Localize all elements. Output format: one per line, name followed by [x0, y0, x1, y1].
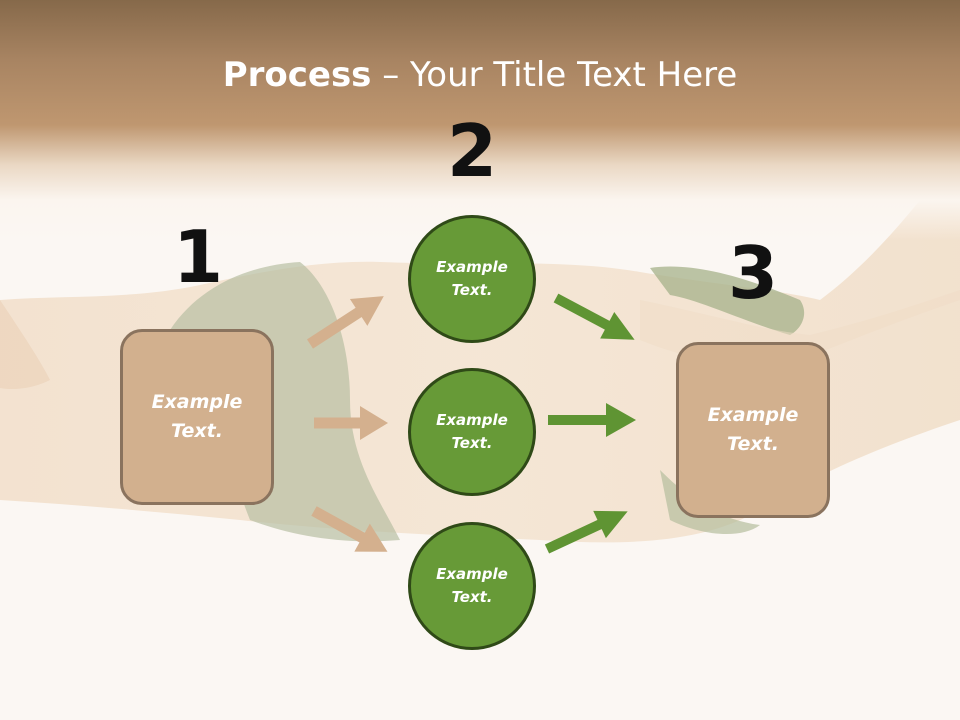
circle-top-text: Example Text.	[436, 258, 508, 299]
step-3-box: Example Text.	[676, 342, 830, 518]
step-1-box: Example Text.	[120, 329, 274, 505]
slide-title: Process – Your Title Text Here	[0, 52, 960, 98]
circle-bottom-text: Example Text.	[436, 565, 508, 606]
header-gradient	[0, 0, 960, 240]
circle-middle-text: Example Text.	[436, 411, 508, 452]
title-rest: – Your Title Text Here	[371, 55, 738, 95]
step-2-circle-top: Example Text.	[408, 215, 536, 343]
step-2-circle-bottom: Example Text.	[408, 522, 536, 650]
step-2-circle-middle: Example Text.	[408, 368, 536, 496]
step-number-3: 3	[727, 231, 779, 315]
step-3-text: Example Text.	[707, 404, 799, 455]
step-number-2: 2	[446, 109, 498, 193]
title-bold: Process	[222, 55, 372, 95]
step-number-1: 1	[172, 215, 224, 299]
step-1-text: Example Text.	[151, 391, 243, 442]
